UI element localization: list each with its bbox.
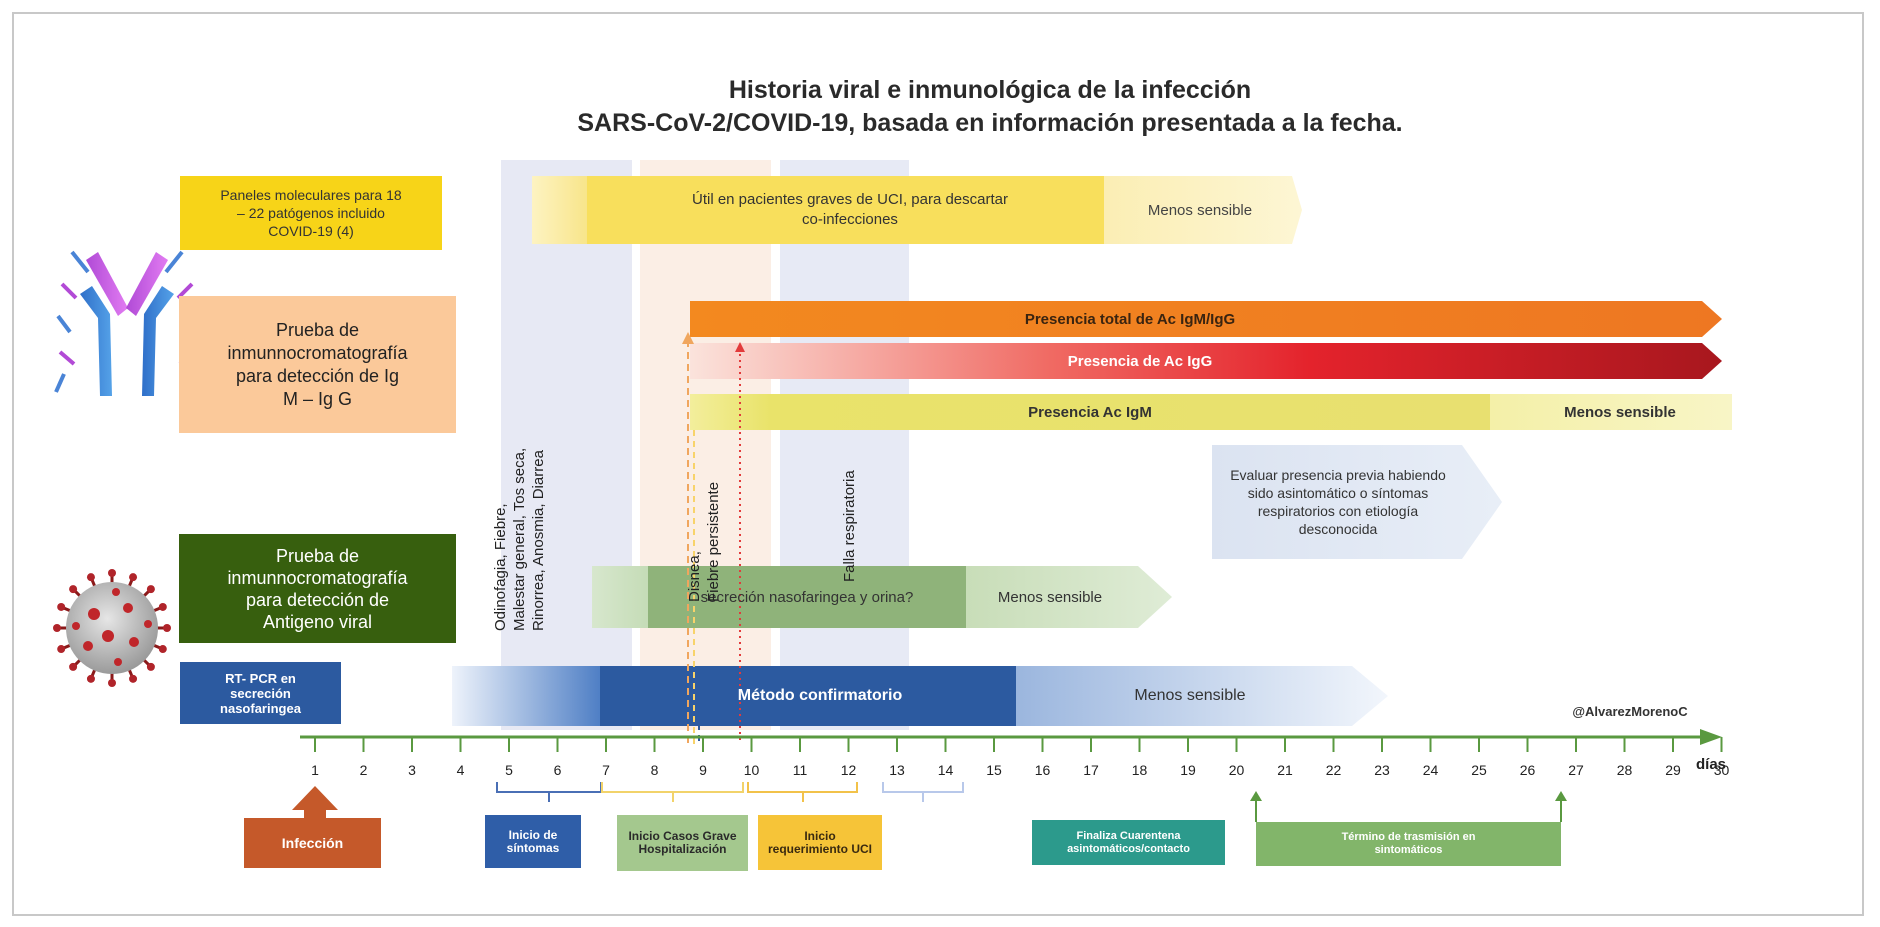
axis-day-label-11: 11	[792, 762, 808, 778]
total-ab-text: Presencia total de Ac IgM/IgG	[1024, 310, 1236, 328]
antigen-less-arrow	[966, 566, 1172, 628]
axis-day-label-21: 21	[1277, 762, 1293, 778]
igm-text: Presencia Ac IgM	[1028, 403, 1152, 421]
axis-day-label-15: 15	[986, 762, 1002, 778]
axis-day-label-24: 24	[1422, 762, 1439, 778]
axis-day-label-2: 2	[359, 762, 368, 778]
termino-arrow-end	[1555, 791, 1567, 801]
axis-day-label-19: 19	[1180, 762, 1196, 778]
milestone-uci: Inicio requerimiento UCI	[758, 815, 882, 870]
axis-day-label-7: 7	[602, 762, 610, 778]
phase-band-uci	[780, 160, 909, 730]
molecular-less-text: Menos sensible	[1147, 201, 1253, 219]
test-label-pcr: RT- PCR en secreción nasofaringea	[180, 662, 341, 724]
figure-frame	[12, 12, 1864, 916]
axis-day-label-16: 16	[1034, 762, 1051, 778]
axis-day-label-27: 27	[1568, 762, 1584, 778]
antigen-main-bar	[648, 566, 966, 628]
axis-day-label-6: 6	[553, 762, 562, 778]
axis-day-label-20: 20	[1228, 762, 1245, 778]
axis-ticks	[314, 737, 1723, 752]
axis-day-label-14: 14	[937, 762, 954, 778]
infeccion-up-arrow	[292, 786, 338, 818]
igg-text: Presencia de Ac IgG	[1067, 352, 1213, 370]
igg-arrowhead	[735, 342, 745, 352]
milestone-cuarentena: Finaliza Cuarentena asintomáticos/contac…	[1032, 820, 1225, 865]
axis-day-label-5: 5	[505, 762, 513, 778]
axis-day-label-17: 17	[1083, 762, 1099, 778]
evaluar-arrow	[1212, 445, 1502, 559]
phase-band-hospital	[640, 160, 771, 730]
axis-day-label-12: 12	[840, 762, 857, 778]
molecular-less-arrow	[1104, 176, 1302, 244]
bracket-hospital	[601, 782, 744, 802]
axis-day-label-9: 9	[699, 762, 707, 778]
symptoms-line-2: Malestar general, Tos seca,	[511, 447, 528, 631]
milestone-infeccion: Infección	[281, 834, 344, 851]
diagram-title: Historia viral e inmunológica de la infe…	[400, 74, 1580, 140]
symptoms-line-3: Rinorrea, Anosmia, Diarrea	[530, 450, 547, 631]
molecular-fade-bar	[532, 176, 587, 244]
total-ab-arrow	[690, 301, 1722, 337]
symptoms-disnea: Disnea, Fiebre persistente	[685, 482, 723, 602]
title-line-2: SARS-CoV-2/COVID-19, basada en informaci…	[577, 109, 1403, 137]
symptoms-early: Odinofagia, Fiebre, Malestar general, To…	[491, 448, 548, 631]
milestone-inicio-sintomas: Inicio de síntomas	[485, 815, 581, 868]
igm-bar	[690, 394, 1490, 430]
axis-day-label-28: 28	[1616, 762, 1633, 778]
antigen-fade-bar	[592, 566, 648, 628]
symptoms-disnea-2: Fiebre persistente	[705, 481, 722, 602]
test-label-molecular: Paneles moleculares para 18 – 22 patógen…	[180, 176, 442, 250]
milestone-termino: Término de trasmisión en sintomáticos	[1256, 822, 1561, 866]
antibody-icon	[54, 250, 200, 396]
test-label-antibody: Prueba de inmunnocromatografía para dete…	[179, 296, 456, 433]
igm-less-bar	[1490, 394, 1732, 430]
axis-day-label-29: 29	[1665, 762, 1681, 778]
igg-arrow	[690, 343, 1722, 379]
pcr-main-bar	[600, 666, 1016, 726]
axis-day-label-25: 25	[1471, 762, 1487, 778]
title-line-1: Historia viral e inmunológica de la infe…	[728, 76, 1252, 104]
axis-day-label-18: 18	[1131, 762, 1148, 778]
bracket-sintomas	[496, 782, 602, 802]
symptoms-disnea-1: Disnea,	[686, 551, 703, 602]
axis-unit-label: días	[1695, 756, 1726, 773]
bracket-late	[882, 782, 964, 802]
molecular-main-bar	[587, 176, 1104, 244]
pcr-main-text: Método confirmatorio	[737, 687, 903, 704]
pcr-fade-bar	[452, 666, 600, 726]
pcr-less-text: Menos sensible	[1134, 687, 1246, 704]
axis-day-label-13: 13	[889, 762, 905, 778]
pcr-less-arrow	[1016, 666, 1388, 726]
axis-day-label-8: 8	[650, 762, 659, 778]
axis-day-label-1: 1	[311, 762, 319, 778]
timeline-arrowhead	[1700, 729, 1722, 745]
test-label-antigen: Prueba de inmunnocromatografía para dete…	[179, 534, 456, 643]
axis-day-label-30: 30	[1713, 762, 1730, 778]
axis-day-label-26: 26	[1519, 762, 1536, 778]
seroconversion-arrowhead	[682, 332, 694, 344]
credit-label: @AlvarezMorenoC	[1572, 704, 1688, 719]
milestone-casos-grave: Inicio Casos Grave Hospitalización	[617, 815, 748, 871]
infeccion-box	[244, 818, 381, 868]
evaluar-text: Evaluar presencia previa habiendo sido a…	[1230, 467, 1446, 537]
axis-day-label-22: 22	[1325, 762, 1342, 778]
axis-day-label-23: 23	[1374, 762, 1390, 778]
symptoms-line-1: Odinofagia, Fiebre,	[492, 503, 509, 631]
axis-day-label-10: 10	[743, 762, 760, 778]
antigen-less-text: Menos sensible	[997, 588, 1103, 606]
axis-day-label-4: 4	[456, 762, 465, 778]
bracket-uci	[747, 782, 858, 802]
axis-day-label-3: 3	[408, 762, 416, 778]
molecular-main-text: Útil en pacientes graves de UCI, para de…	[692, 191, 1008, 228]
coronavirus-icon	[53, 569, 171, 687]
symptoms-falla-text: Falla respiratoria	[841, 470, 858, 582]
antigen-main-text: secreción nasofaringea y orina?	[700, 588, 914, 606]
symptoms-falla: Falla respiratoria	[840, 470, 859, 582]
phase-band-symptoms	[501, 160, 632, 730]
termino-arrow-start	[1250, 791, 1262, 801]
igm-less-text: Menos sensible	[1564, 403, 1676, 421]
